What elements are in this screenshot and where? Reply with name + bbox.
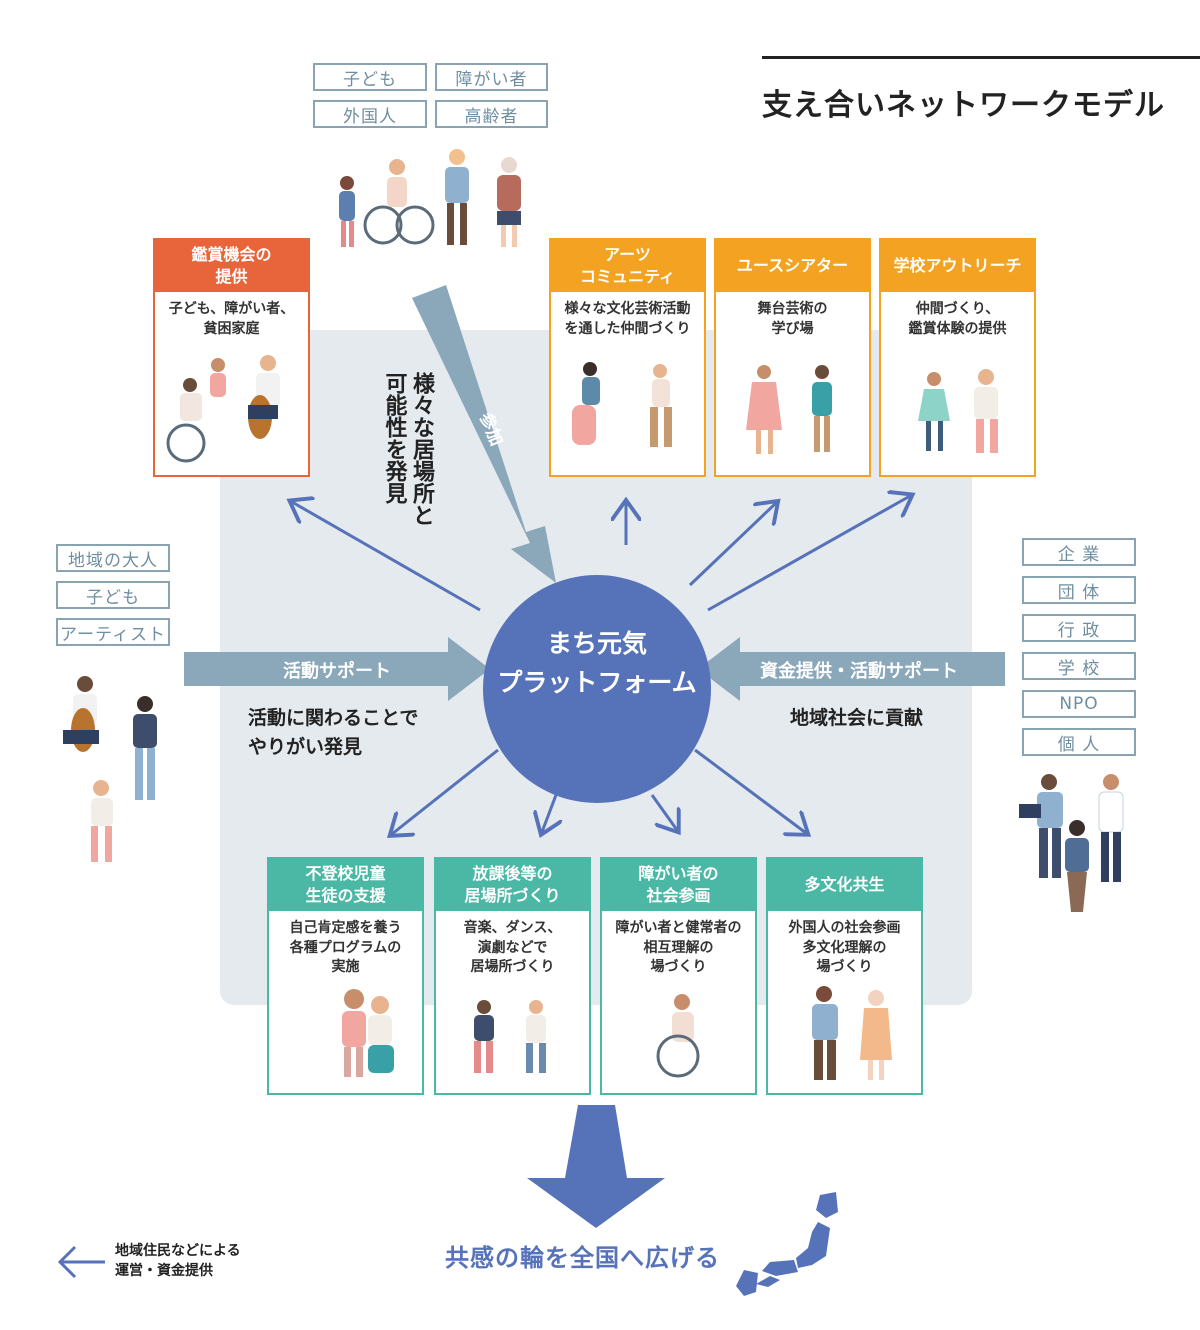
arrow-to-multicultural [694,748,806,833]
left-support-label: 活動サポート [283,661,391,682]
wheelchair-user-illustration [656,994,700,1078]
participation-arrow [412,285,556,583]
business-people-illustration [1019,774,1124,912]
multicultural-illustration [812,986,892,1080]
card-after-school: 放課後等の 居場所づくり 音楽、ダンス、 演劇などで 居場所づくり [434,857,591,1095]
right-support-label: 資金提供・活動サポート [760,661,958,682]
tag-children: 子ども [313,63,427,91]
card-multicultural-title: 多文化共生 [768,859,921,911]
right-note: 地域社会に貢献 [790,707,924,729]
arrow-to-after-school [542,794,556,832]
tag-organizations: 団 体 [1022,576,1136,604]
person-illustration [339,149,521,247]
tag-local-adults: 地域の大人 [56,544,170,572]
platform-label: まち元気 プラットフォーム [497,629,697,697]
card-disabled-participation-body: 障がい者と健常者の 相互理解の 場づくり [615,920,742,976]
card-appreciation: 鑑賞機会の 提供 子ども、障がい者、 貧困家庭 [153,238,310,477]
arrow-to-appreciation [292,502,481,612]
wheelchair-illustration [166,355,280,463]
platform-circle [483,575,711,803]
card-school-outreach-body: 仲間づくり、 鑑賞体験の提供 [908,301,1007,337]
tag-individuals: 個 人 [1022,728,1136,756]
tag-foreigners: 外国人 [313,100,427,128]
japan-map-icon [736,1192,838,1296]
support-illustration [342,989,394,1077]
card-school-outreach-title: 学校アウトリーチ [881,240,1034,292]
legend-text: 地域住民などによる 運営・資金提供 [115,1243,241,1279]
tag-kids: 子ども [56,581,170,609]
card-truancy-support-body: 自己肯定感を養う 各種プログラムの 実施 [289,920,402,976]
arrow-to-disabled-participation [650,794,677,830]
right-support-arrow [698,637,1005,701]
card-multicultural: 多文化共生 外国人の社会参画 多文化理解の 場づくり [766,857,923,1095]
card-multicultural-body: 外国人の社会参画 多文化理解の 場づくり [788,920,901,976]
card-youth-theater-title: ユースシアター [716,240,869,292]
arrow-to-youth-theater [688,503,776,587]
youth-illustration [746,365,832,454]
spread-message: 共感の輪を全国へ広げる [445,1244,720,1272]
left-support-arrow [184,637,490,701]
left-arrow-icon [57,1245,105,1279]
arrow-to-truancy-support [392,748,499,834]
card-school-outreach: 学校アウトリーチ 仲間づくり、 鑑賞体験の提供 [879,238,1036,477]
discover-text: 様々な居場所と 可能性を発見 [381,372,435,526]
tag-elderly: 高齢者 [435,100,548,128]
card-appreciation-title: 鑑賞機会の 提供 [155,240,308,292]
page-title: 支え合いネットワークモデル [762,88,1165,123]
card-after-school-body: 音楽、ダンス、 演劇などで 居場所づくり [463,920,562,976]
card-arts-community-title: アーツ コミュニティ [551,240,704,292]
after-school-illustration [474,1000,546,1073]
card-disabled-participation: 障がい者の 社会参画 障がい者と健常者の 相互理解の 場づくり [600,857,757,1095]
card-arts-community-body: 様々な文化芸術活動 を通した仲間づくり [564,301,691,337]
tag-government: 行 政 [1022,614,1136,642]
arrow-to-school-outreach [707,496,910,612]
left-note: 活動に関わることで やりがい発見 [248,707,419,759]
card-youth-theater-body: 舞台芸術の 学び場 [757,301,828,337]
dancers-illustration [572,362,672,447]
card-after-school-title: 放課後等の 居場所づくり [436,859,589,911]
school-kids-illustration [918,369,998,453]
card-truancy-support: 不登校児童 生徒の支援 自己肯定感を養う 各種プログラムの 実施 [267,857,424,1095]
title-rule [762,56,1200,59]
tag-npo: NPO [1022,690,1136,718]
spread-down-arrow [527,1105,665,1228]
card-truancy-support-title: 不登校児童 生徒の支援 [269,859,422,911]
card-youth-theater: ユースシアター 舞台芸術の 学び場 [714,238,871,477]
tag-schools: 学 校 [1022,652,1136,680]
tag-artists: アーティスト [56,618,170,646]
tag-companies: 企 業 [1022,538,1136,566]
tag-disabled: 障がい者 [435,63,548,91]
card-disabled-participation-title: 障がい者の 社会参画 [602,859,755,911]
card-appreciation-body: 子ども、障がい者、 貧困家庭 [168,301,295,337]
cello-player-illustration [63,676,157,862]
